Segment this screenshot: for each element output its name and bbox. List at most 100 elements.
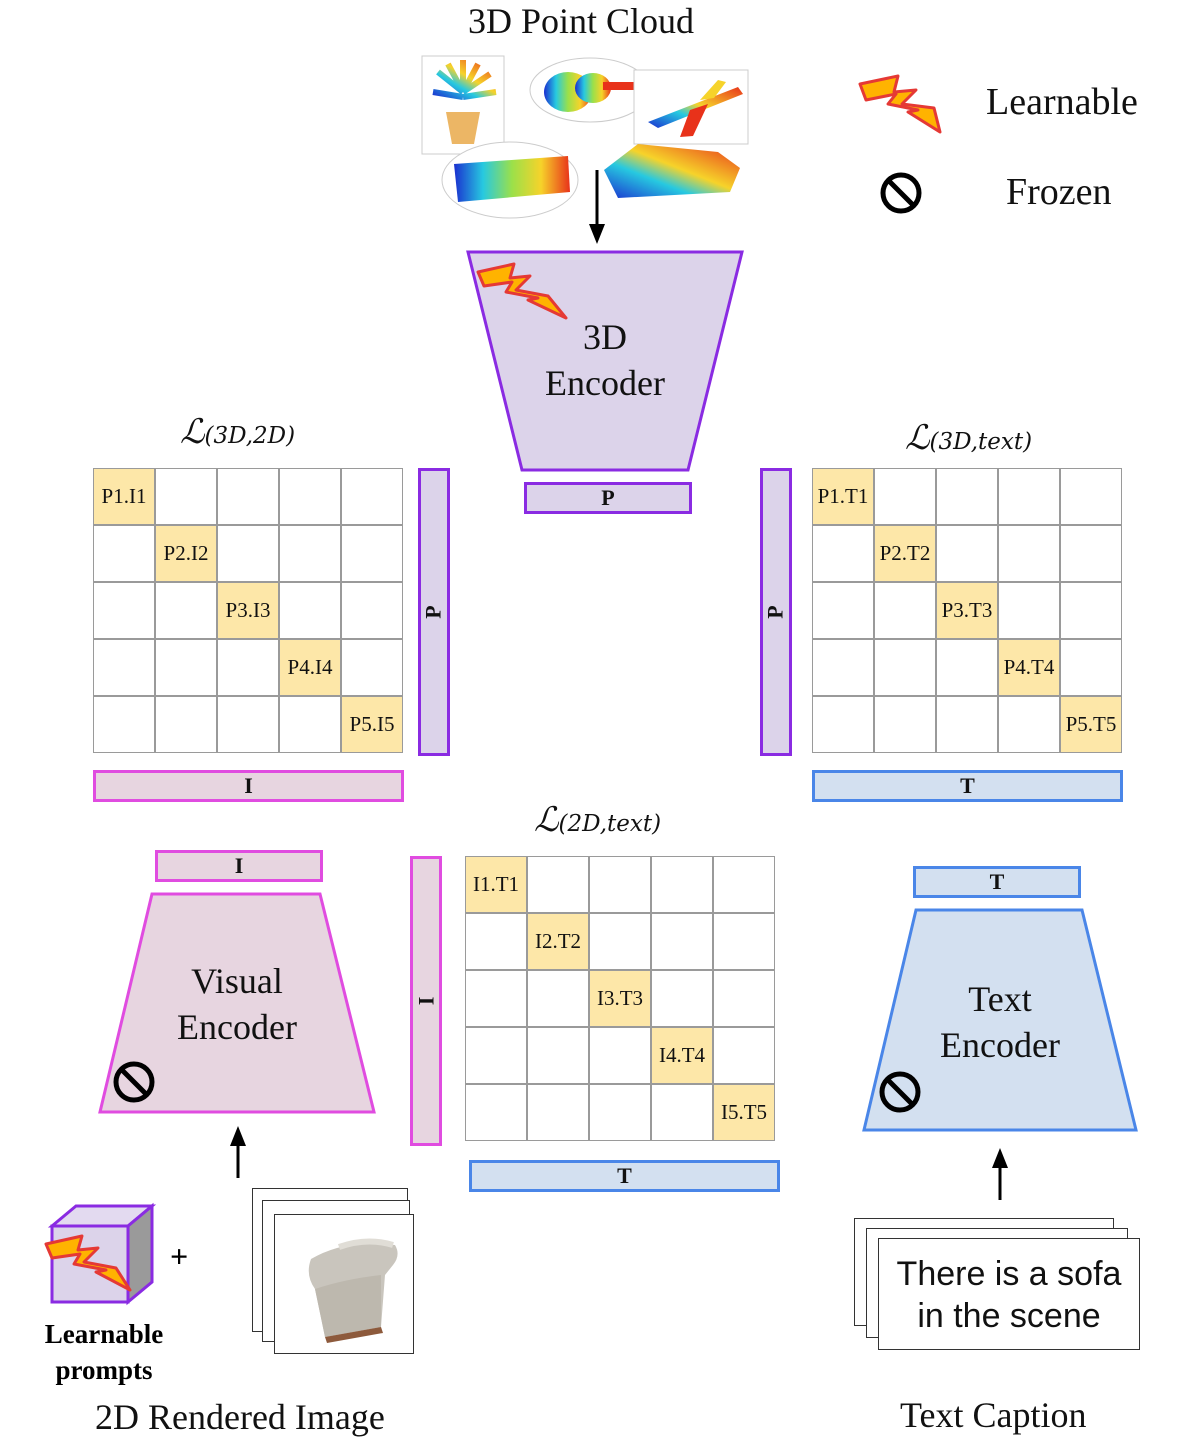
visual-encoder-label: Visual Encoder xyxy=(132,958,342,1050)
text-encoder-line1: Text xyxy=(968,979,1032,1019)
matrix-diagonal-cell: I1.T1 xyxy=(465,856,527,913)
prohibited-icon xyxy=(880,172,922,214)
i-bar-left: I xyxy=(93,770,404,802)
matrix-cell xyxy=(341,639,403,696)
encoder-3d-line2: Encoder xyxy=(545,363,665,403)
car-point-cloud xyxy=(604,144,740,198)
matrix-cell xyxy=(1060,468,1122,525)
lightning-icon xyxy=(858,74,942,134)
matrix-cell xyxy=(651,856,713,913)
matrix-cell xyxy=(874,582,936,639)
matrix-cell xyxy=(527,1084,589,1141)
matrix-diagonal-cell: I5.T5 xyxy=(713,1084,775,1141)
p-bar-right: P xyxy=(760,468,792,756)
matrix-cell xyxy=(279,582,341,639)
matrix-diagonal-cell: I4.T4 xyxy=(651,1027,713,1084)
matrix-cell xyxy=(998,525,1060,582)
matrix-cell xyxy=(874,468,936,525)
matrix-cell xyxy=(155,639,217,696)
matrix-cell xyxy=(217,696,279,753)
plus-sign: + xyxy=(170,1238,189,1274)
encoder-3d-lightning-icon xyxy=(476,262,568,320)
prompts-lightning-icon xyxy=(44,1234,132,1292)
matrix-cell xyxy=(1060,582,1122,639)
matrix-cell xyxy=(812,525,874,582)
matrix-cell xyxy=(651,970,713,1027)
matrix-diagonal-cell: P1.I1 xyxy=(93,468,155,525)
matrix-cell xyxy=(93,639,155,696)
matrix-cell xyxy=(713,856,775,913)
matrix-cell xyxy=(589,1084,651,1141)
matrix-cell xyxy=(465,913,527,970)
t-bar-bottom: T xyxy=(469,1160,780,1192)
point-cloud-title: 3D Point Cloud xyxy=(468,1,695,41)
legend-frozen-label: Frozen xyxy=(1006,171,1112,213)
arrow-to-visual-encoder xyxy=(230,1126,246,1178)
matrix-cell xyxy=(279,468,341,525)
point-cloud-images xyxy=(421,55,749,219)
t-bar-right: T xyxy=(812,770,1123,802)
learnable-prompts-line2: prompts xyxy=(55,1355,153,1385)
encoder-3d xyxy=(466,250,744,472)
learnable-prompts-line1: Learnable xyxy=(44,1319,164,1349)
t-bar-text: T xyxy=(913,866,1081,898)
matrix-cell xyxy=(527,1027,589,1084)
matrix-diagonal-cell: P4.I4 xyxy=(279,639,341,696)
arrow-to-3d-encoder xyxy=(589,170,605,244)
caption-card-front: There is a sofa in the scene xyxy=(878,1238,1140,1350)
i-bar-bottom: I xyxy=(410,856,442,1146)
learnable-prompts-label: Learnable prompts xyxy=(20,1316,188,1388)
rendered-image-front xyxy=(274,1214,414,1354)
loss-3d-text-symbol: ℒ xyxy=(905,418,930,458)
matrix-cell xyxy=(812,696,874,753)
matrix-cell xyxy=(651,913,713,970)
matrix-cell xyxy=(217,525,279,582)
encoder-3d-label: 3D Encoder xyxy=(500,314,710,406)
matrix-cell xyxy=(341,582,403,639)
matrix-cell xyxy=(998,696,1060,753)
p-bar-top: P xyxy=(524,482,692,514)
matrix-cell xyxy=(155,582,217,639)
matrix-cell xyxy=(279,696,341,753)
matrix-cell xyxy=(217,639,279,696)
matrix-cell xyxy=(651,1084,713,1141)
visual-encoder xyxy=(98,892,376,1114)
visual-encoder-line2: Encoder xyxy=(177,1007,297,1047)
visual-encoder-prohibited-icon xyxy=(113,1061,155,1103)
caption-line2: in the scene xyxy=(917,1297,1101,1335)
matrix-cell xyxy=(217,468,279,525)
matrix-cell xyxy=(1060,525,1122,582)
sofa-point-cloud xyxy=(441,141,579,219)
text-encoder-label: Text Encoder xyxy=(895,976,1105,1068)
matrix-cell xyxy=(713,1027,775,1084)
matrix-diagonal-cell: P3.T3 xyxy=(936,582,998,639)
plant-point-cloud xyxy=(421,55,505,155)
matrix-diagonal-cell: I3.T3 xyxy=(589,970,651,1027)
text-caption-label: Text Caption xyxy=(900,1395,1087,1435)
matrix-cell xyxy=(155,696,217,753)
matrix-cell xyxy=(998,582,1060,639)
p-bar-left: P xyxy=(418,468,450,756)
encoder-3d-line1: 3D xyxy=(583,317,627,357)
matrix-cell xyxy=(589,856,651,913)
visual-encoder-line1: Visual xyxy=(191,961,283,1001)
matrix-cell xyxy=(341,468,403,525)
matrix-cell xyxy=(936,468,998,525)
matrix-diagonal-cell: I2.T2 xyxy=(527,913,589,970)
matrix-cell xyxy=(93,582,155,639)
loss-3d-text: ℒ(3D,text) xyxy=(905,418,1032,458)
matrix-cell xyxy=(936,525,998,582)
matrix-diagonal-cell: P2.T2 xyxy=(874,525,936,582)
matrix-cell xyxy=(527,970,589,1027)
matrix-diagonal-cell: P2.I2 xyxy=(155,525,217,582)
matrix-cell xyxy=(936,696,998,753)
matrix-diagonal-cell: P1.T1 xyxy=(812,468,874,525)
matrix-diagonal-cell: P3.I3 xyxy=(217,582,279,639)
caption-line1: There is a sofa xyxy=(896,1255,1122,1293)
loss-2d-text: ℒ(2D,text) xyxy=(534,800,661,840)
matrix-cell xyxy=(936,639,998,696)
matrix-diagonal-cell: P4.T4 xyxy=(998,639,1060,696)
text-encoder-prohibited-icon xyxy=(879,1071,921,1113)
matrix-cell xyxy=(1060,639,1122,696)
